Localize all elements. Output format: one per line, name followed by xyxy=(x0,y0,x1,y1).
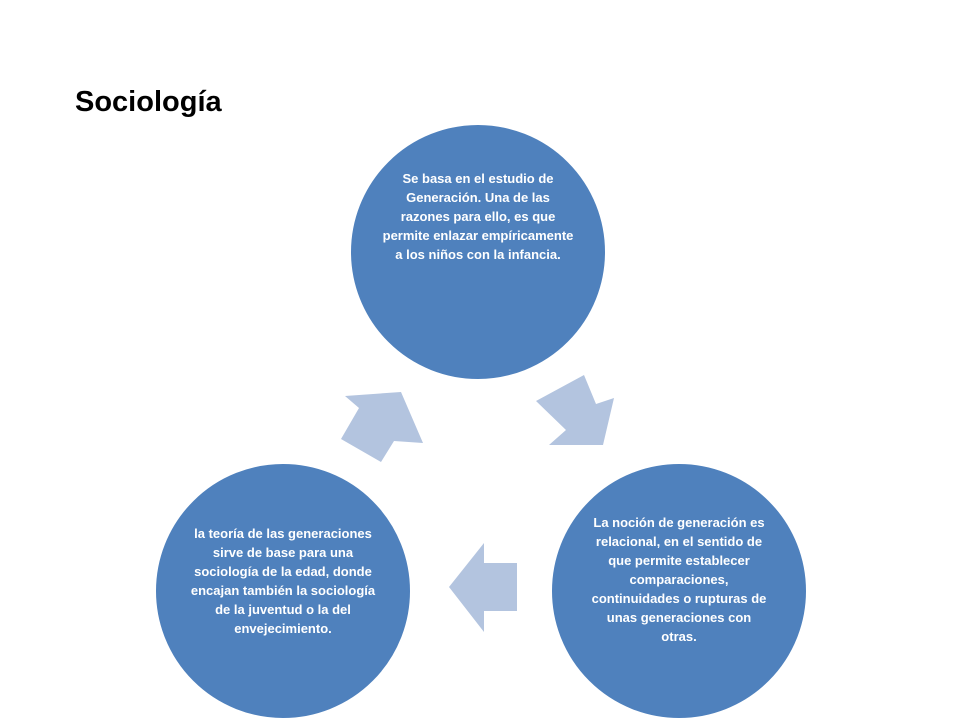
arrow-left-to-top xyxy=(341,392,423,462)
cycle-node-left-text: la teoría de las generaciones sirve de b… xyxy=(190,526,376,636)
cycle-node-right: La noción de generación es relacional, e… xyxy=(549,461,809,721)
arrow-right-to-left xyxy=(449,543,517,632)
cycle-node-left: la teoría de las generaciones sirve de b… xyxy=(153,461,413,721)
cycle-node-top-text: Se basa en el estudio de Generación. Una… xyxy=(382,170,574,262)
arrow-top-to-right xyxy=(536,375,614,445)
cycle-node-top: Se basa en el estudio de Generación. Una… xyxy=(348,122,608,382)
slide-title: Sociología xyxy=(75,86,222,118)
cycle-node-right-text: La noción de generación es relacional, e… xyxy=(591,514,767,644)
